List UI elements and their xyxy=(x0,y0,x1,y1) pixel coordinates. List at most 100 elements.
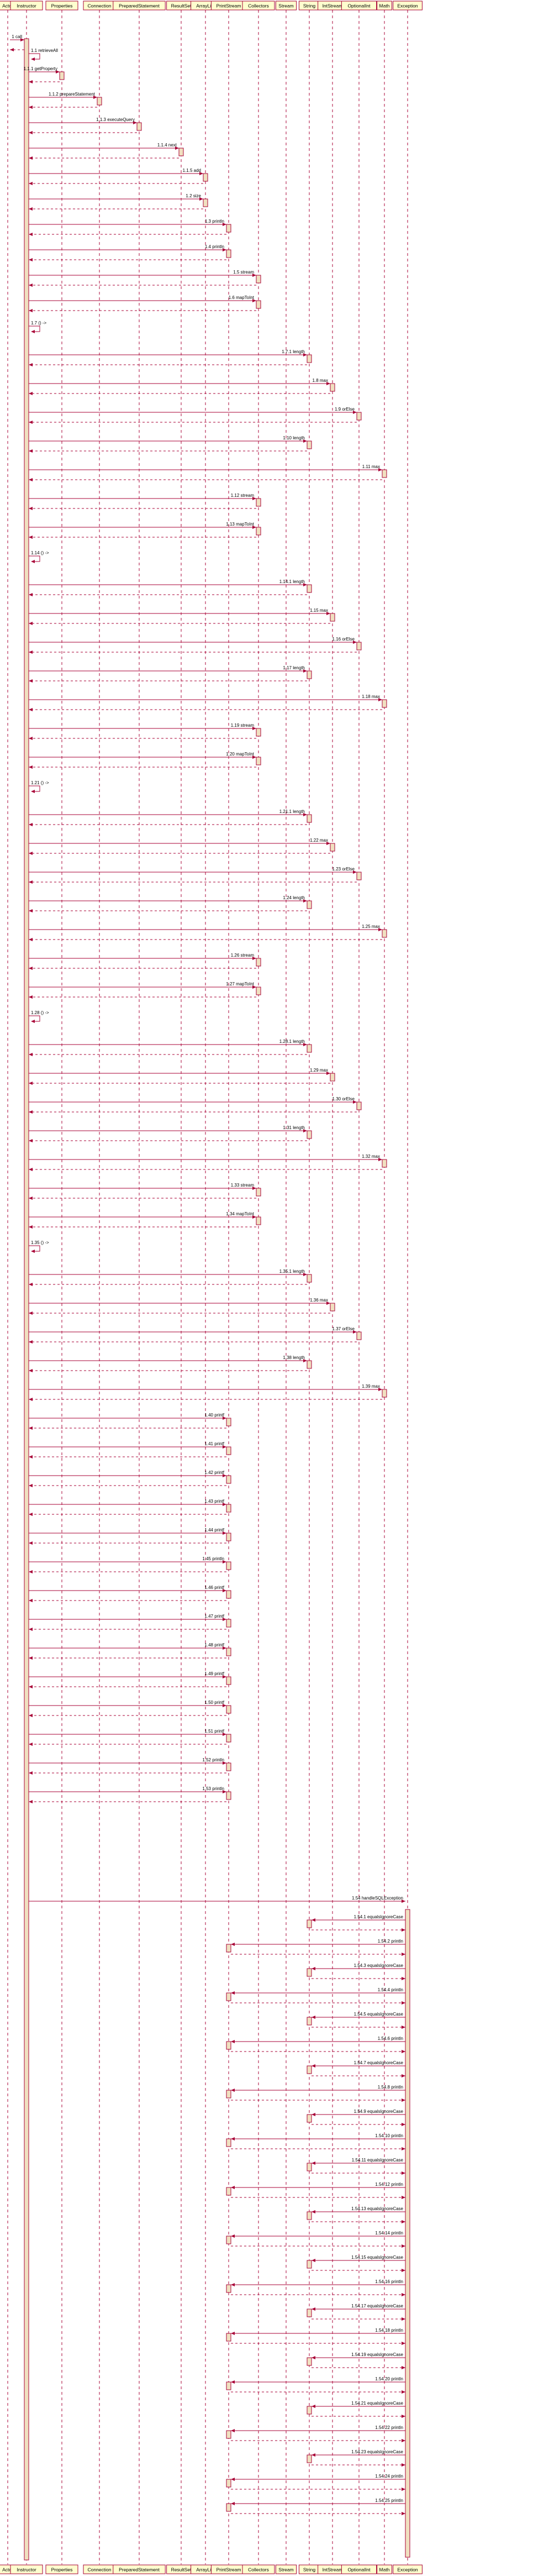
message-label: 1.1.3 executeQuery xyxy=(96,117,135,122)
message-label: 1.7.1 length xyxy=(282,349,305,354)
activation-bar xyxy=(256,275,261,284)
arrow-head xyxy=(231,2234,235,2238)
activation-bar xyxy=(307,2017,312,2026)
activation-bar-instructor xyxy=(24,38,29,2561)
arrow-head xyxy=(29,1426,33,1430)
arrow-head xyxy=(231,2478,235,2481)
activation-bar xyxy=(203,173,208,182)
message: 1.54.8 println xyxy=(226,2085,405,2102)
participant-box xyxy=(377,2564,392,2574)
arrow-head xyxy=(29,1570,33,1573)
message: 1.34 mapToInt xyxy=(29,1211,261,1229)
activation-bar xyxy=(307,2163,312,2171)
message: 1.52 println xyxy=(29,1757,231,1775)
activation-bar xyxy=(226,2503,231,2512)
arrow-head xyxy=(402,2026,405,2029)
message: 1.15 max xyxy=(29,608,335,625)
arrow-head xyxy=(303,1129,307,1132)
arrow-head xyxy=(312,2453,315,2457)
message: 1.17 length xyxy=(29,665,312,683)
message-label: 1.54.1 equalsIgnoreCase xyxy=(354,1914,404,1919)
message: 1.4 println xyxy=(29,244,231,261)
participant-label: Connection xyxy=(87,2567,111,2573)
message: 1.1.2 prepareStatement xyxy=(29,92,102,109)
activation-bar xyxy=(307,2260,312,2269)
participant-label: Collectors xyxy=(248,2567,269,2573)
participant-box xyxy=(10,2564,43,2574)
participant-label: PreparedStatement xyxy=(119,2567,160,2573)
message: 1.38 length xyxy=(29,1355,312,1372)
message-label: 1.54.19 equalsIgnoreCase xyxy=(351,2352,403,2357)
message-label: 1.15 max xyxy=(310,608,328,613)
arrow-head xyxy=(231,2089,235,2092)
arrow-head xyxy=(223,1704,226,1707)
participant-box xyxy=(393,2564,423,2574)
participant-string-bottom: String xyxy=(298,2564,320,2574)
message: 1.54.24 println xyxy=(226,2474,405,2491)
message: 1.46 printf xyxy=(29,1585,231,1602)
message-label: 1.54.11 equalsIgnoreCase xyxy=(352,2158,404,2163)
arrow-head xyxy=(326,1302,330,1305)
arrow-head xyxy=(29,1053,33,1056)
arrow-head xyxy=(231,2283,235,2286)
message-label: 1.44 printf xyxy=(204,1528,224,1533)
arrow-head xyxy=(31,330,35,333)
message-label: 1.54.16 println xyxy=(375,2279,403,2284)
arrow-head xyxy=(312,2016,315,2019)
message: 1.54 handleSQLException xyxy=(29,1896,405,1903)
activation-bar xyxy=(307,2065,312,2074)
participant-label: Exception xyxy=(397,3,418,9)
arrow-head xyxy=(31,1250,35,1253)
arrow-head xyxy=(353,870,357,874)
activation-bar xyxy=(226,2333,231,2342)
arrow-head xyxy=(29,1283,33,1286)
arrow-head xyxy=(29,938,33,941)
message-label: 1.13 mapToInt xyxy=(226,522,254,527)
message-label: 1.54.24 println xyxy=(375,2474,403,2479)
activation-bar xyxy=(178,148,184,156)
message-label: 1.14.1 length xyxy=(279,579,305,584)
arrow-head xyxy=(402,2147,405,2150)
arrow-head xyxy=(29,156,33,160)
arrow-head xyxy=(31,1020,35,1023)
arrow-head xyxy=(29,708,33,711)
arrow-head xyxy=(133,121,137,124)
arrow-head xyxy=(312,2113,315,2116)
participant-preparedstatement-top: PreparedStatement xyxy=(113,1,166,11)
message-label: 1.28.1 length xyxy=(279,1039,305,1044)
message-label: 1.35 () -> xyxy=(31,1240,49,1245)
arrow-head xyxy=(231,2380,235,2384)
participant-string-top: String xyxy=(298,1,320,11)
arrow-head xyxy=(223,248,226,251)
arrow-head xyxy=(29,1311,33,1315)
arrow-head xyxy=(29,1398,33,1401)
message-label: 1.30 orElse xyxy=(332,1096,355,1101)
activation-bar xyxy=(307,1919,312,1928)
message: 1.44 printf xyxy=(29,1528,231,1545)
message-label: 1.31 length xyxy=(283,1125,305,1130)
message: 1.36 max xyxy=(29,1298,335,1315)
arrow-head xyxy=(29,995,33,999)
message-label: 1.1.5 add xyxy=(183,168,201,173)
arrow-head xyxy=(402,2512,405,2515)
participant-label: PrintStream xyxy=(217,3,241,9)
message: 1.16 orElse xyxy=(29,637,362,654)
arrow-head xyxy=(353,1330,357,1334)
arrow-head xyxy=(402,2439,405,2442)
arrow-head xyxy=(29,823,33,826)
message-label: 1.1.4 next xyxy=(157,143,177,148)
arrow-head xyxy=(29,182,33,185)
activation-bar xyxy=(307,1968,312,1977)
message: 1.18 max xyxy=(29,694,387,711)
message-label: 1.1 retrieveAll xyxy=(31,48,58,53)
arrow-head xyxy=(402,2050,405,2053)
message: 1.54.19 equalsIgnoreCase xyxy=(307,2352,405,2369)
arrow-head xyxy=(303,669,307,673)
message-label: 1.29 max xyxy=(310,1068,328,1073)
participant-label: PreparedStatement xyxy=(119,3,160,9)
arrow-head xyxy=(223,1531,226,1535)
participant-box xyxy=(113,1,166,11)
arrow-head xyxy=(312,2064,315,2068)
activation-bar xyxy=(330,1073,335,1082)
